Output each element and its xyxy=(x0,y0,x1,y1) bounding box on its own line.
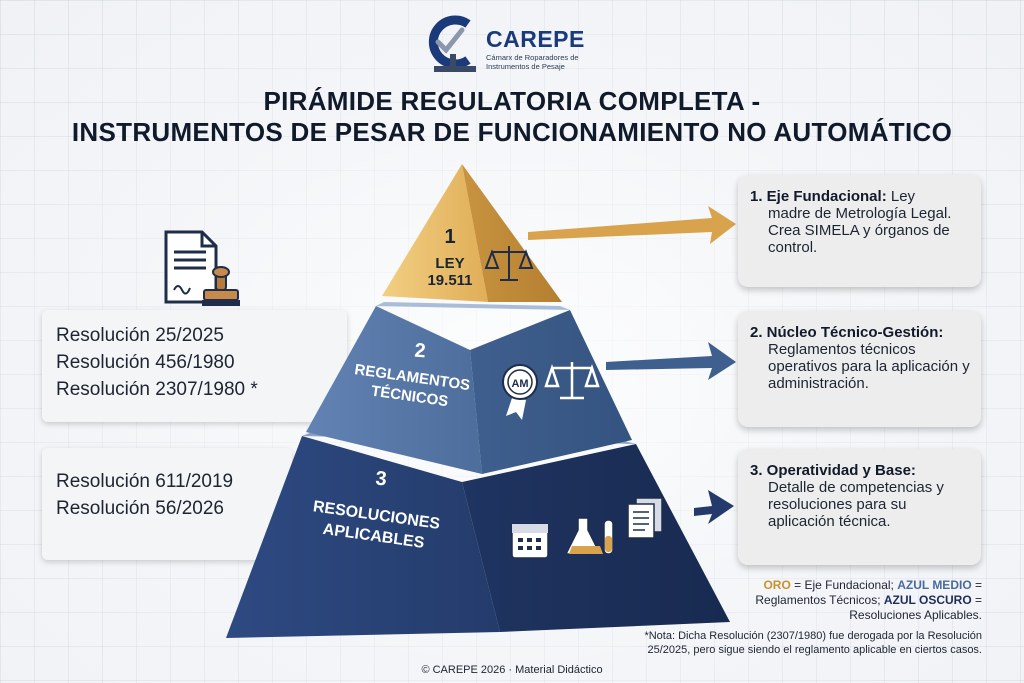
tier-1-name-line-1: LEY xyxy=(435,255,465,272)
carepe-logo: CAREPE Cámarx de Roparadores de Instrume… xyxy=(424,14,614,76)
legend-gold-text: = Eje Fundacional; xyxy=(790,578,898,592)
callout-body: Detalle de competencias y resoluciones p… xyxy=(768,479,944,530)
brand-name: CAREPE xyxy=(486,26,585,52)
tier-2-number: 2 xyxy=(413,339,427,363)
legend-dark-text: = Resoluciones Aplicables. xyxy=(849,593,982,622)
calendar-icon xyxy=(511,523,549,559)
document-stamp-icon xyxy=(164,230,240,306)
page-title-line-2: INSTRUMENTOS DE PESAR DE FUNCIONAMIENTO … xyxy=(71,117,953,147)
brand-subtitle: Cámarx de Roparadores de Instrumentos de… xyxy=(486,53,579,71)
tier-1-arrow xyxy=(528,206,736,244)
callout-body-first: Ley xyxy=(890,188,916,205)
page-title-line-1: PIRÁMIDE REGULATORIA COMPLETA - xyxy=(263,86,761,116)
callout-heading: 1. Eje Fundacional: xyxy=(750,188,887,205)
tier-1-left-face xyxy=(382,164,488,302)
tier-3-arrow xyxy=(694,490,734,524)
callout-eje-fundacional: 1. Eje Fundacional: Ley madre de Metrolo… xyxy=(738,175,981,287)
callout-nucleo-tecnico: 2. Núcleo Técnico-Gestión: Reglamentos t… xyxy=(738,311,981,427)
callout-heading: 2. Núcleo Técnico-Gestión: xyxy=(750,324,944,341)
balance-scale-icon xyxy=(544,362,600,400)
footer-copyright: © CAREPE 2026 · Material Didáctico xyxy=(421,664,603,676)
callout-operatividad: 3. Operatividad y Base: Detalle de compe… xyxy=(738,449,981,565)
tier-2-right-face xyxy=(470,310,632,474)
lab-flask-icon xyxy=(564,517,614,555)
scale-icon xyxy=(484,246,534,281)
legend-dark-label: AZUL OSCURO xyxy=(883,593,972,607)
certificate-badge-icon: AM xyxy=(502,364,538,420)
resolution-item: Resolución 611/2019 xyxy=(56,471,234,492)
resolution-item: Resolución 25/2025 xyxy=(56,325,224,346)
badge-text: AM xyxy=(511,378,528,390)
legend-gold-label: ORO xyxy=(763,578,791,592)
callout-body: madre de Metrología Legal. Crea SIMELA y… xyxy=(768,205,952,256)
tier-2-arrow xyxy=(606,342,736,380)
callout-heading: 3. Operatividad y Base: xyxy=(750,462,916,479)
legend-mid-text: = Reglamentos Técnicos; xyxy=(755,578,982,607)
tier-3-left-face xyxy=(226,436,500,638)
legend-mid-label: AZUL MEDIO xyxy=(897,578,972,592)
tier-3-resolutions-panel: Resolución 611/2019 Resolución 56/2026 xyxy=(42,448,292,560)
tier-1-name-line-2: 19.511 xyxy=(427,272,473,289)
tier-1-number: 1 xyxy=(444,226,456,248)
footnote: *Nota: Dicha Resolución (2307/1980) fue … xyxy=(644,630,982,656)
documents-stack-icon xyxy=(627,497,663,539)
tier-2-resolutions-panel: Resolución 25/2025 Resolución 456/1980 R… xyxy=(42,310,347,422)
resolution-item: Resolución 456/1980 xyxy=(56,352,235,373)
scale-logo-icon xyxy=(428,15,476,72)
resolution-item: Resolución 56/2026 xyxy=(56,498,224,519)
tier-3-number: 3 xyxy=(374,467,388,491)
tier-2-left-face xyxy=(306,306,482,474)
callout-body: Reglamentos técnicos operativos para la … xyxy=(768,341,970,392)
tier-2-top-edge xyxy=(376,302,570,310)
tier-3-right-face xyxy=(462,444,730,632)
color-legend: ORO = Eje Fundacional; AZUL MEDIO = Regl… xyxy=(700,578,982,623)
tier-1-name: LEY 19.511 xyxy=(405,255,495,289)
resolution-item: Resolución 2307/1980 * xyxy=(56,379,258,400)
